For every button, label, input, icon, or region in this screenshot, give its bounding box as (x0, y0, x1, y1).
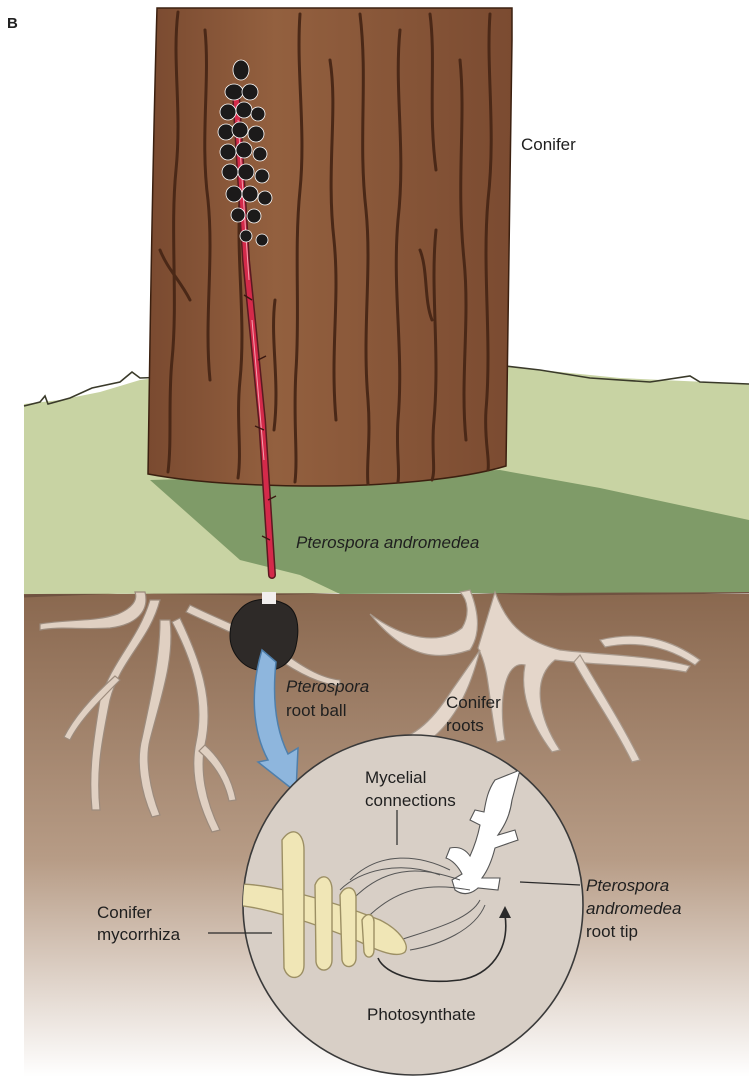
label-conifer-roots-line2: roots (446, 716, 484, 735)
label-root-ball-line1: Pterospora (286, 677, 369, 696)
conifer-trunk (148, 8, 512, 486)
label-root-tip-line3: root tip (586, 922, 638, 941)
label-conifer: Conifer (521, 135, 576, 154)
root-ball-stem-base (262, 592, 276, 604)
label-root-ball-line2: root ball (286, 701, 346, 720)
label-conifer-roots-line1: Conifer (446, 693, 501, 712)
label-photosynthate: Photosynthate (367, 1005, 476, 1024)
label-root-tip-line2: andromedea (586, 899, 681, 918)
panel-letter: B (7, 15, 18, 32)
label-mycorrhiza-line2: mycorrhiza (97, 925, 181, 944)
label-mycelial-line1: Mycelial (365, 768, 426, 787)
label-root-tip-line1: Pterospora (586, 876, 669, 895)
label-mycelial-line2: connections (365, 791, 456, 810)
label-pterospora-andromedea: Pterospora andromedea (296, 533, 479, 552)
label-mycorrhiza-line1: Conifer (97, 903, 152, 922)
